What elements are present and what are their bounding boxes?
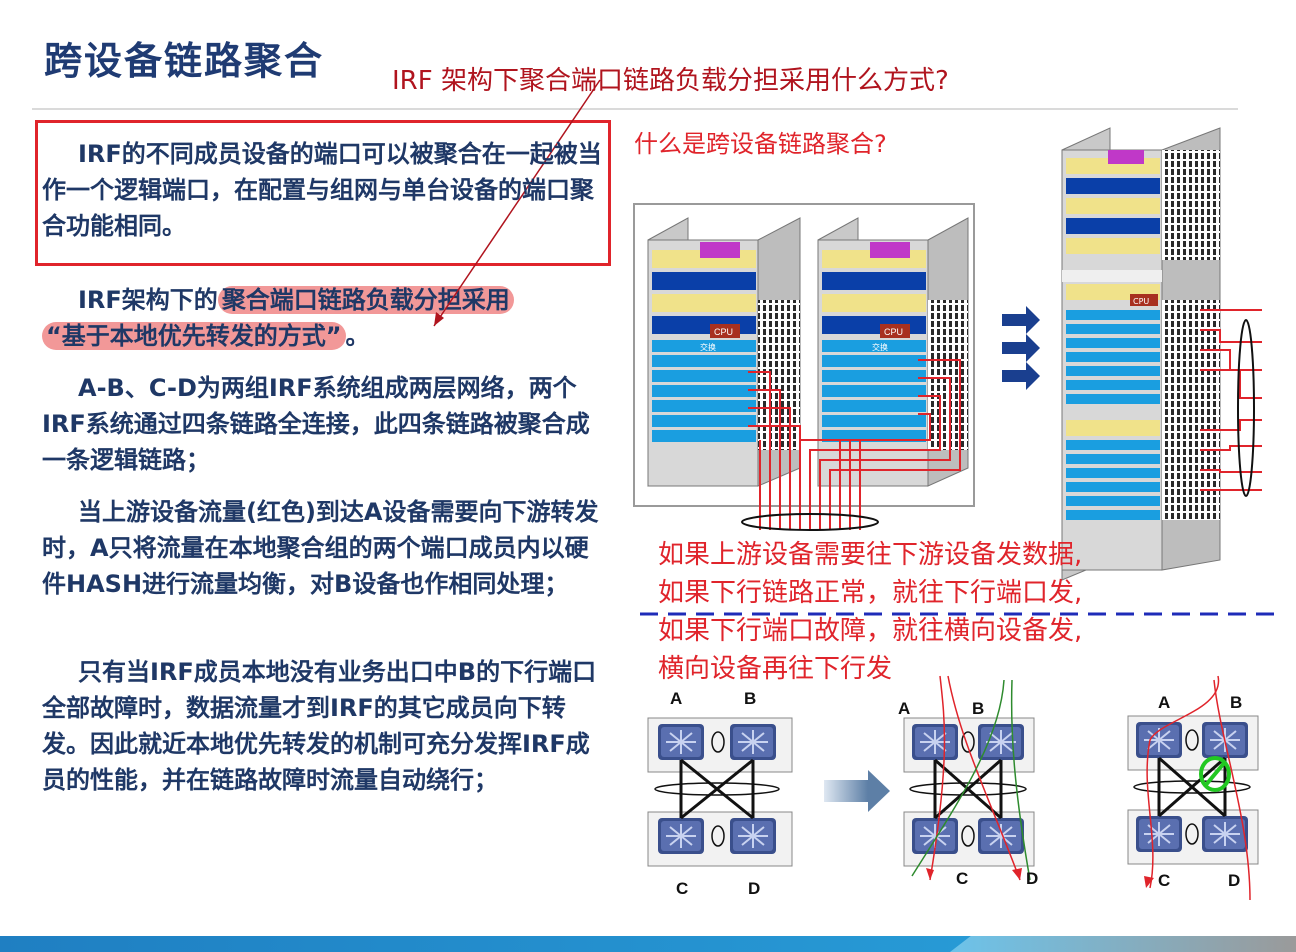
node-label-a-3: A	[1158, 693, 1170, 712]
transition-arrowhead	[868, 770, 890, 812]
paragraph-definition: IRF的不同成员设备的端口可以被聚合在一起被当作一个逻辑端口，在配置与组网与单台…	[42, 140, 602, 240]
node-label-a-2: A	[898, 699, 910, 718]
annotation-what-is: 什么是跨设备链路聚合?	[634, 130, 887, 158]
pointer-line	[433, 79, 601, 327]
highlight-phrase-2: “基于本地优先转发的方式”	[42, 322, 346, 350]
card-label: 交换	[700, 342, 716, 352]
node-label-b: B	[744, 689, 756, 708]
chassis-right: CPU 交换	[817, 217, 969, 487]
topology-failover	[1127, 675, 1259, 901]
node-label-c-2: C	[956, 869, 968, 888]
paragraph-load-sharing-lead: IRF架构下的	[78, 286, 218, 314]
node-label-d-3: D	[1228, 871, 1240, 890]
annotation-line: 如果上游设备需要往下游设备发数据,	[658, 540, 1083, 570]
node-label-a: A	[670, 689, 682, 708]
topology-forwarding	[903, 675, 1035, 881]
annotation-note: 如果上游设备需要往下游设备发数据, 如果下行链路正常，就往下行端口发, 如果下行…	[658, 536, 1178, 688]
cpu-label-3: CPU	[1133, 297, 1149, 306]
cpu-label-2: CPU	[884, 327, 903, 337]
node-label-b-2: B	[972, 699, 984, 718]
highlight-box	[35, 120, 611, 266]
annotation-question: IRF 架构下聚合端口链路负载分担采用什么方式?	[392, 66, 949, 96]
annotation-line: 横向设备再往下行发	[658, 654, 893, 684]
paragraph-load-sharing-end: 。	[345, 322, 370, 350]
node-label-c: C	[676, 879, 688, 898]
paragraph-upstream-flow: 当上游设备流量(红色)到达A设备需要向下游转发时，A只将流量在本地聚合组的两个端…	[42, 498, 599, 598]
topology-normal	[647, 717, 793, 867]
chassis-left: CPU 交换	[647, 217, 801, 487]
highlight-phrase: 聚合端口链路负载分担采用	[217, 286, 514, 314]
node-label-d-2: D	[1026, 869, 1038, 888]
annotation-line: 如果下行端口故障，就往横向设备发,	[658, 616, 1083, 646]
node-label-b-3: B	[1230, 693, 1242, 712]
paragraph-topology: A-B、C-D为两组IRF系统组成两层网络，两个IRF系统通过四条链路全连接，此…	[42, 374, 590, 474]
node-label-c-3: C	[1158, 871, 1170, 890]
chassis-frame	[633, 203, 975, 507]
slide-title: 跨设备链路聚合	[44, 38, 325, 83]
chassis-stacked: CPU	[1061, 127, 1221, 581]
paragraph-failover: 只有当IRF成员本地没有业务出口中B的下行端口全部故障时，数据流量才到IRF的其…	[42, 658, 597, 794]
transition-arrow-body	[824, 780, 868, 802]
link-aggregation-ring-right	[1237, 319, 1255, 497]
annotation-line: 如果下行链路正常，就往下行端口发,	[658, 578, 1083, 608]
pointer-arrowhead	[434, 312, 444, 326]
card-label-2: 交换	[872, 342, 888, 352]
aggregated-links-left	[748, 359, 961, 530]
footer-accent	[950, 936, 1296, 952]
cpu-label: CPU	[714, 327, 733, 337]
node-label-d: D	[748, 879, 760, 898]
merge-arrows	[1002, 306, 1040, 390]
paragraph-load-sharing: IRF架构下的聚合端口链路负载分担采用 “基于本地优先转发的方式”。	[42, 282, 612, 354]
link-aggregation-ring-left	[741, 513, 879, 531]
title-divider	[32, 108, 1238, 110]
